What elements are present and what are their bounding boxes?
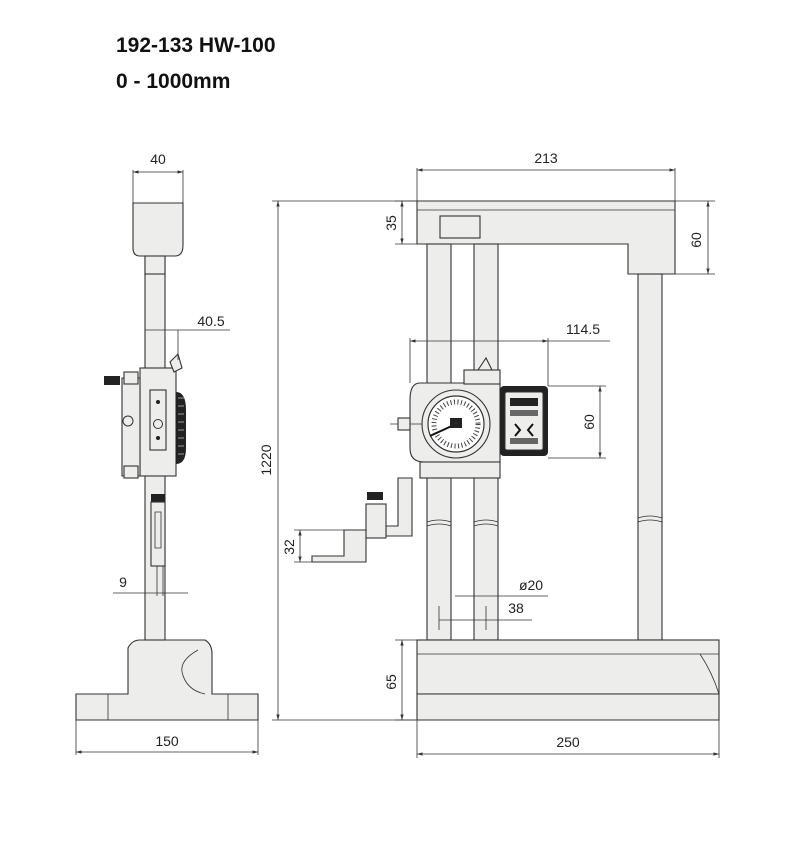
dim-front-overall: 1220 <box>258 444 274 475</box>
dim-front-base-width: 250 <box>556 734 580 750</box>
dim-front-right: 60 <box>688 232 704 248</box>
side-scriber-knob <box>151 494 165 502</box>
dim-side-top: 40 <box>150 151 166 167</box>
front-scriber-arm <box>385 477 413 537</box>
dim-front-slider: 114.5 <box>566 321 600 337</box>
front-column-right <box>637 273 663 641</box>
side-top-cap <box>132 202 184 257</box>
dim-side-base: 150 <box>155 733 179 749</box>
side-base <box>75 639 259 721</box>
dim-side-scriber: 9 <box>119 574 127 590</box>
dim-front-scriber: 32 <box>281 539 297 555</box>
side-counter <box>176 392 186 464</box>
model-title: 192-133 HW-100 <box>116 34 276 57</box>
side-scriber <box>150 501 166 567</box>
front-scriber-tip <box>311 529 367 563</box>
range-title: 0 - 1000mm <box>116 70 231 93</box>
dim-front-column-spacing: 38 <box>508 600 524 616</box>
dim-side-slider: 40.5 <box>197 313 224 329</box>
dim-front-column-dia: ø20 <box>519 577 543 593</box>
side-knob <box>104 376 120 385</box>
dim-front-base-height: 65 <box>383 674 399 690</box>
front-base <box>416 639 720 695</box>
dim-front-top: 213 <box>534 150 558 166</box>
front-view: 213 35 60 1220 114.5 60 32 ø20 38 <box>258 150 720 758</box>
dim-front-beam: 35 <box>383 215 399 231</box>
dim-front-dial: 60 <box>581 414 597 430</box>
side-view: 40 40.5 9 150 <box>75 151 259 755</box>
